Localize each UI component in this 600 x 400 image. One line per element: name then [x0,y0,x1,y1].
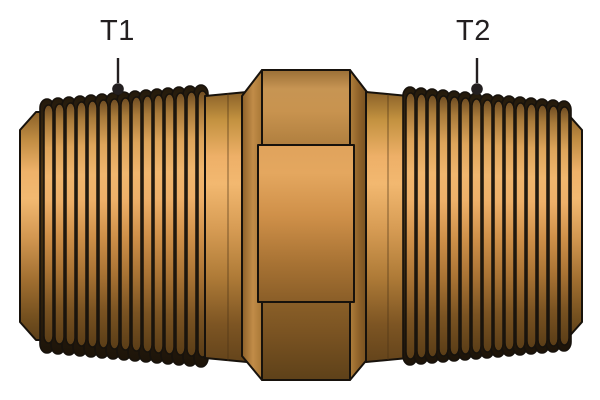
callout-label-t1: T1 [100,15,135,47]
left-thread-ridges [39,84,209,368]
right-collar-face [365,91,409,363]
right-threaded-section [402,86,583,366]
left-threaded-section [19,84,209,368]
left-collar-face [204,91,248,363]
hex-nut [241,69,371,381]
callout-leaders [112,58,483,95]
right-thread-ridges [402,86,572,366]
t1-leader-dot [112,83,124,95]
hex-facet-middle [257,144,355,303]
hex-facet-top [261,69,351,146]
right-shoulder-collar [365,91,409,363]
left-shoulder-collar [204,91,248,363]
callout-label-t2: T2 [456,15,491,47]
hex-facet-bottom [261,301,351,381]
t2-leader-dot [471,83,483,95]
